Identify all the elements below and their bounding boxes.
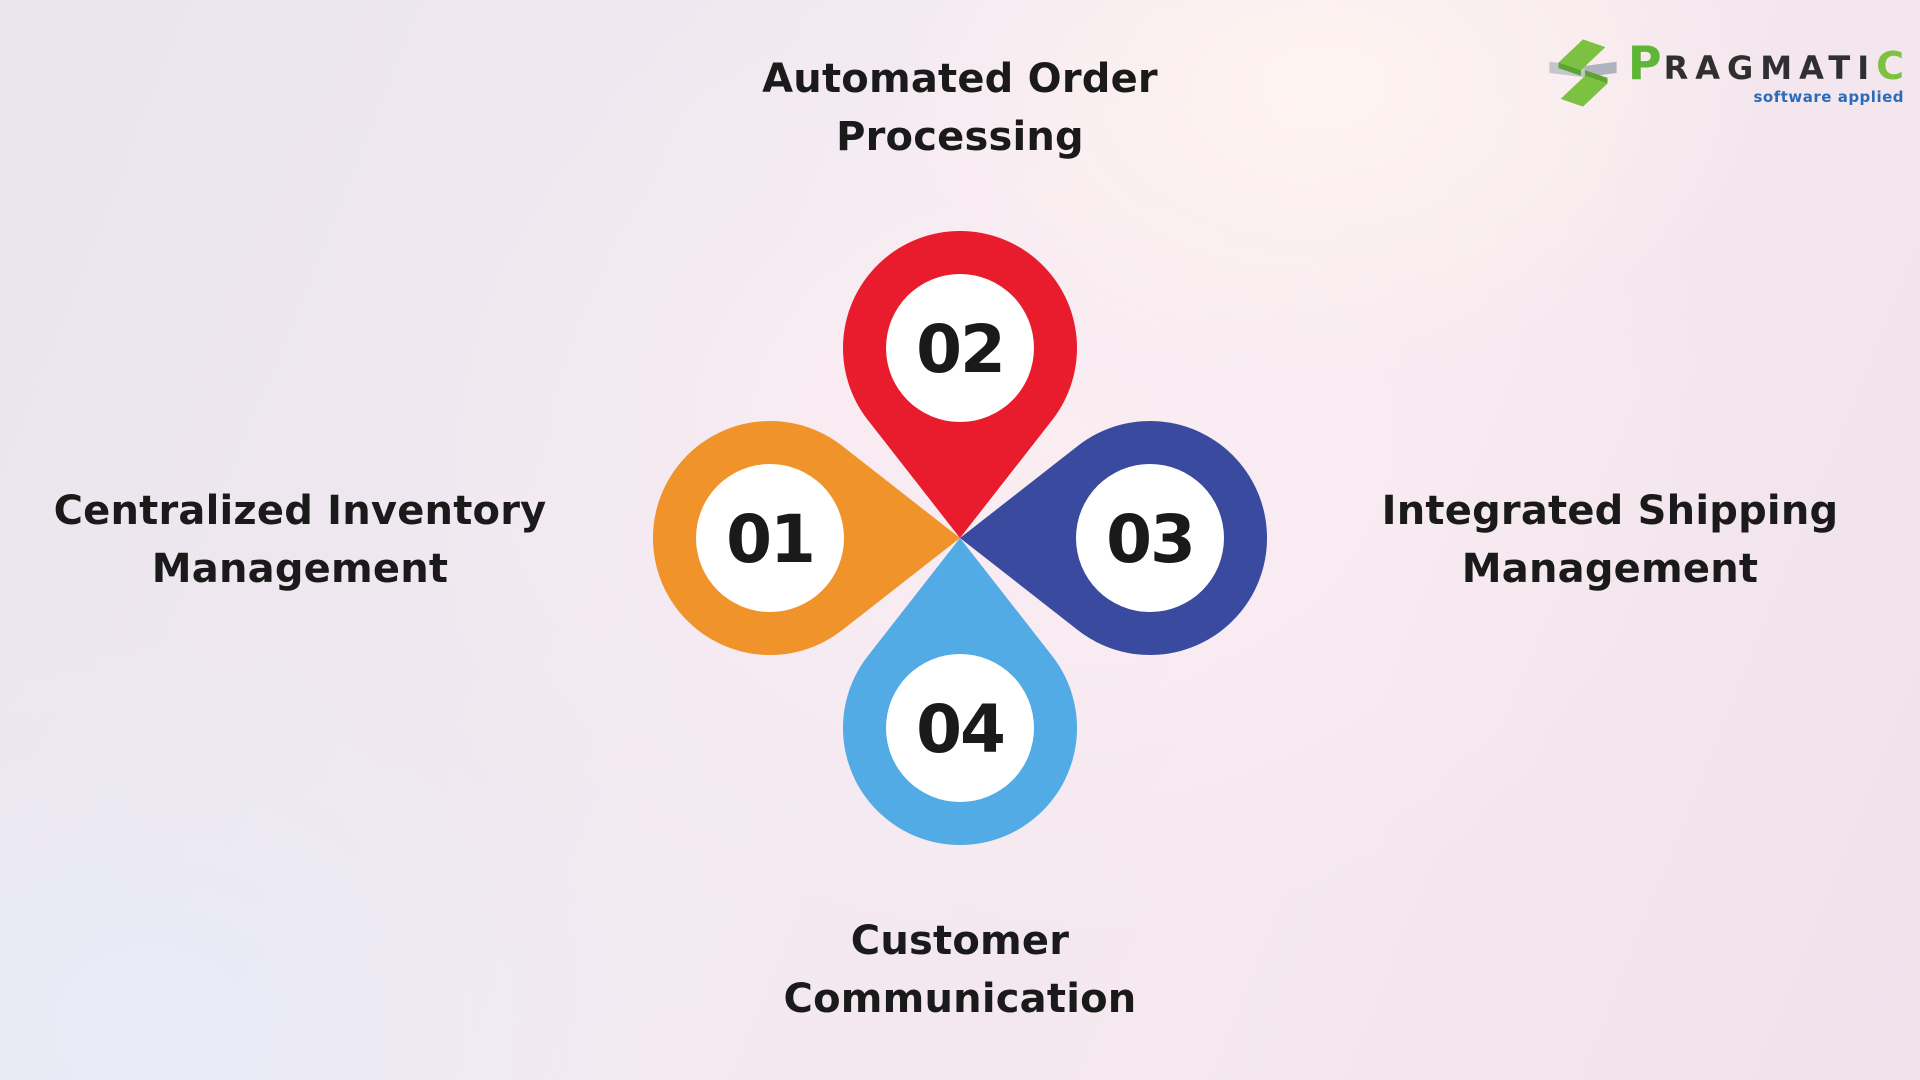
pin-top xyxy=(843,230,1077,538)
label-centralized-inventory-management: Centralized Inventory Management xyxy=(18,482,582,598)
logo-letters-mid: RAGMATI xyxy=(1663,49,1877,87)
label-line: Management xyxy=(151,546,449,592)
pin-inner-circle xyxy=(1076,464,1224,612)
pin-inner-circle xyxy=(696,464,844,612)
label-line: Customer xyxy=(850,918,1070,964)
pragmatic-logo-icon xyxy=(1549,39,1617,107)
label-line: Communication xyxy=(783,976,1137,1022)
pin-inner-circle xyxy=(886,274,1034,422)
pin-flower-diagram: 01 02 03 04 xyxy=(652,230,1268,846)
pragmatic-logo: PRAGMATIC software applied xyxy=(1548,38,1904,108)
label-line: Automated Order xyxy=(762,56,1158,102)
label-line: Processing xyxy=(836,114,1084,160)
label-integrated-shipping-management: Integrated Shipping Management xyxy=(1328,482,1892,598)
pin-bottom xyxy=(843,538,1077,846)
label-customer-communication: Customer Communication xyxy=(660,912,1260,1028)
pin-number-01: 01 xyxy=(726,501,814,578)
logo-green-edge-top xyxy=(1558,62,1581,76)
logo-letter-p: P xyxy=(1627,36,1664,90)
logo-green-arrow-bottom xyxy=(1560,75,1608,107)
pin-number-04: 04 xyxy=(916,691,1004,768)
logo-green-arrow-top xyxy=(1558,39,1606,71)
pin-number-03: 03 xyxy=(1106,501,1194,578)
label-automated-order-processing: Automated Order Processing xyxy=(660,50,1260,166)
logo-letter-c: C xyxy=(1876,44,1904,88)
logo-wordmark: PRAGMATIC xyxy=(1628,40,1904,86)
logo-tagline: software applied xyxy=(1753,88,1904,106)
pin-inner-circle xyxy=(886,654,1034,802)
label-line: Management xyxy=(1461,546,1759,592)
pin-left xyxy=(652,421,960,655)
label-line: Centralized Inventory xyxy=(53,488,547,534)
logo-green-edge-bottom xyxy=(1584,70,1608,84)
pin-number-02: 02 xyxy=(916,311,1004,388)
pin-right xyxy=(960,421,1268,655)
label-line: Integrated Shipping xyxy=(1381,488,1839,534)
